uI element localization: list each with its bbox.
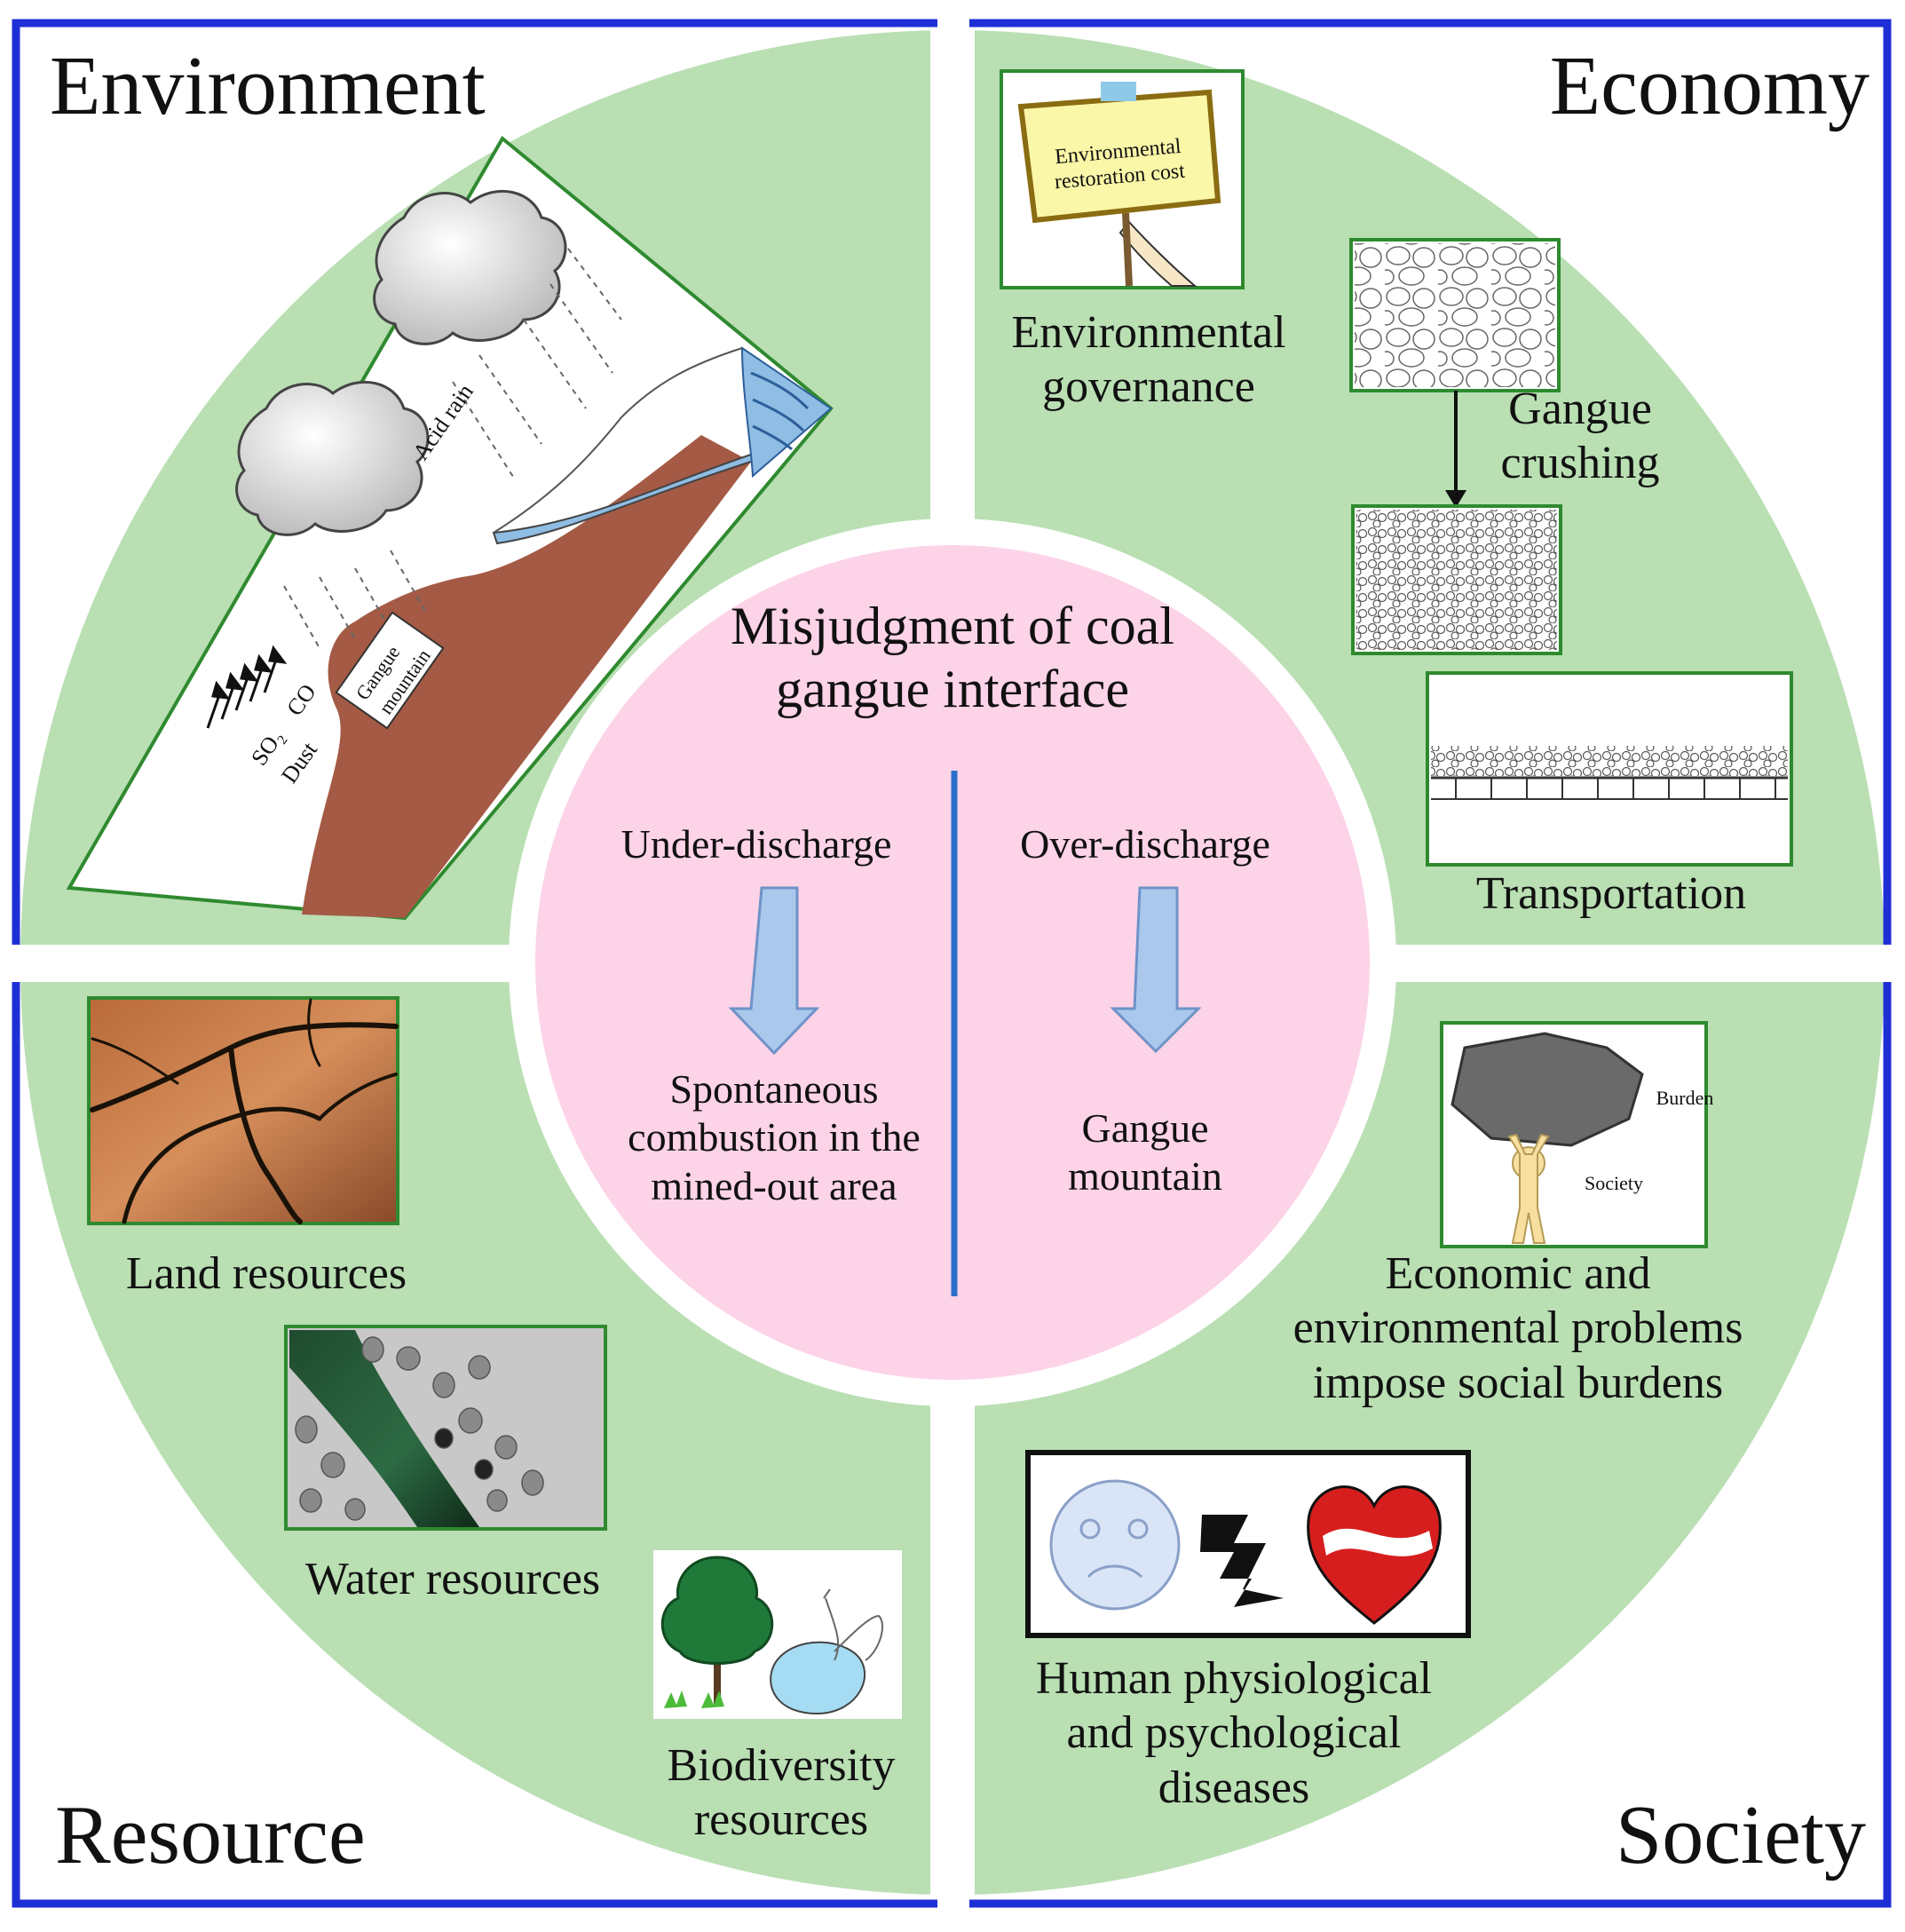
heart-icon — [1307, 1485, 1442, 1625]
tape-icon — [1101, 82, 1136, 101]
under-discharge-arrow-icon — [728, 886, 820, 1056]
biodiversity-caption: Biodiversity resources — [667, 1740, 896, 1846]
lightning-icon — [1200, 1515, 1284, 1607]
society-title: Society — [1616, 1789, 1866, 1881]
resource-title: Resource — [55, 1789, 366, 1881]
economy-illustrations: Environmental restoration cost — [1000, 69, 1793, 867]
pond-icon — [770, 1641, 866, 1715]
sad-face-icon — [1049, 1479, 1181, 1611]
pebbles — [295, 1336, 544, 1521]
cloud-icon — [235, 380, 430, 536]
land-resources-caption: Land resources — [125, 1248, 407, 1299]
emission-arrows — [206, 645, 288, 729]
frame-bottom-right — [969, 982, 1892, 1908]
transportation-caption: Transportation — [1475, 868, 1747, 919]
blue-frame — [12, 19, 1892, 1908]
disease-caption: Human physiological and psychological di… — [1035, 1653, 1433, 1813]
center-title-line-2: gangue interface — [775, 659, 1130, 718]
under-discharge-label: Under-discharge — [621, 821, 892, 867]
spontaneous-combustion-result: Spontaneous combustion in the mined-out … — [628, 1066, 921, 1208]
society-illustrations: Burden Society — [1025, 1021, 1714, 1638]
person-icon — [1507, 1133, 1550, 1244]
stream-icon — [289, 1330, 479, 1527]
frame-top-right — [969, 19, 1892, 945]
water-resources-caption: Water resources — [304, 1554, 601, 1604]
frame-top-left — [12, 19, 937, 945]
over-discharge-arrow-icon — [1110, 886, 1202, 1054]
environment-illustration: Acid rain Gangue mountain CO SO₂ Dust — [66, 135, 834, 921]
grass-icon — [664, 1690, 724, 1708]
center-title-line-1: Misjudgment of coal — [731, 597, 1174, 655]
gangue-crushing-caption: Gangue crushing — [1500, 384, 1660, 489]
acid-rain-lines — [283, 248, 622, 649]
cloud-icon — [373, 189, 567, 345]
restoration-cost-sign — [1017, 89, 1221, 224]
gangue-mountain-result: Gangue mountain — [1068, 1105, 1222, 1200]
social-burden-caption: Economic and environmental problems impo… — [1292, 1248, 1743, 1408]
gangue-soil — [302, 435, 751, 918]
center-title: Misjudgment of coal gangue interface — [597, 595, 1308, 721]
land-cracks — [90, 998, 399, 1224]
tree-icon — [660, 1556, 774, 1665]
over-discharge-label: Over-discharge — [1020, 821, 1270, 867]
gangue-mountain-sign — [335, 611, 445, 730]
environment-title: Environment — [50, 40, 486, 132]
economy-title: Economy — [1549, 40, 1869, 132]
bird-icon — [823, 1588, 883, 1661]
hand-icon — [1118, 220, 1198, 287]
boulder-icon — [1450, 1032, 1644, 1147]
burden-label: Burden — [1656, 1087, 1714, 1109]
frame-bottom-left — [12, 982, 937, 1908]
environmental-governance-caption: Environmental governance — [1011, 307, 1286, 413]
resource-illustrations — [87, 996, 902, 1719]
society-label: Society — [1585, 1172, 1643, 1194]
